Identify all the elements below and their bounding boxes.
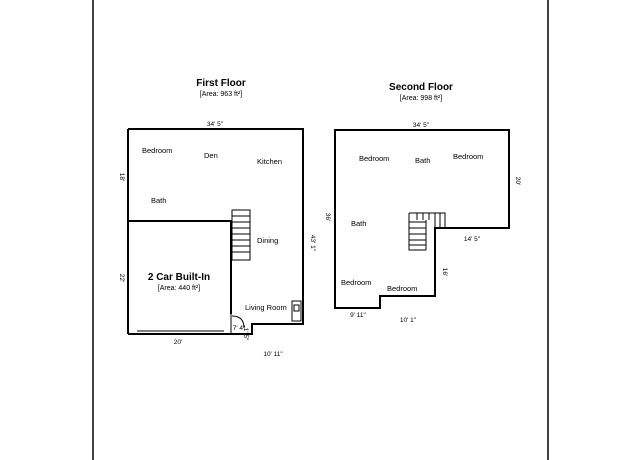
second-floor-area: [Area: 998 ft²] [400,95,442,102]
first-floor-step-b: 1' 5" [242,328,249,341]
fireplace-insert-icon [293,304,300,312]
first-floor-title: First Floor [196,78,246,89]
second-floor-plan: Second Floor [Area: 998 ft²] Bedroom Bat… [324,82,521,324]
second-floor-top-width: 34' 5" [413,122,430,129]
garage-inner-wall [128,220,232,314]
second-floor-bottom-left: 9' 11" [350,312,366,319]
second-floor-left-height: 36' [324,213,331,221]
room-kitchen: Kitchen [257,157,282,166]
room-bedroom-left: Bedroom [359,154,389,163]
second-floor-stairs [408,212,446,251]
room-bath-left: Bath [351,219,366,228]
first-floor-stairs [231,209,251,261]
first-floor-bottom-right: 10' 11" [263,351,283,358]
room-dining: Dining [257,236,278,245]
room-bedroom-bottom-left: Bedroom [341,278,371,287]
first-floor-area: [Area: 963 ft²] [200,91,242,98]
stairs-upper-run [409,212,446,228]
first-floor-wall-outline [128,128,304,335]
garage-bottom-width: 20' [174,339,182,346]
fireplace-icon [291,300,302,322]
second-floor-bottom-mid: 10' 1" [400,317,417,324]
room-bath: Bath [151,196,166,205]
garage-area: [Area: 440 ft²] [158,285,200,292]
room-living-room: Living Room [245,303,287,312]
room-den: Den [204,151,218,160]
room-bedroom-bottom-mid: Bedroom [387,284,417,293]
second-floor-right-height: 20' [514,177,521,185]
room-bedroom: Bedroom [142,146,172,155]
second-floor-notch-height: 16' [441,268,448,276]
entry-door-swing [231,315,245,329]
stairs-outline [231,209,251,261]
room-bath-top: Bath [415,156,430,165]
first-floor-left-lower: 22' [118,274,125,282]
second-floor-title: Second Floor [389,82,453,93]
second-floor-notch-width: 14' 5" [464,236,481,243]
first-floor-right-height: 43' 1" [309,235,316,252]
garage-label: 2 Car Built-In [148,272,210,283]
first-floor-top-width: 34' 5" [207,121,224,128]
first-floor-plan: First Floor [Area: 963 ft²] Bedroom De [118,78,316,358]
room-bedroom-right: Bedroom [453,152,483,161]
stairs-lower-run [408,213,426,251]
first-floor-step-a: 7' 4" [233,325,246,332]
first-floor-left-upper: 18' [118,173,125,181]
second-floor-wall-outline [334,129,510,309]
